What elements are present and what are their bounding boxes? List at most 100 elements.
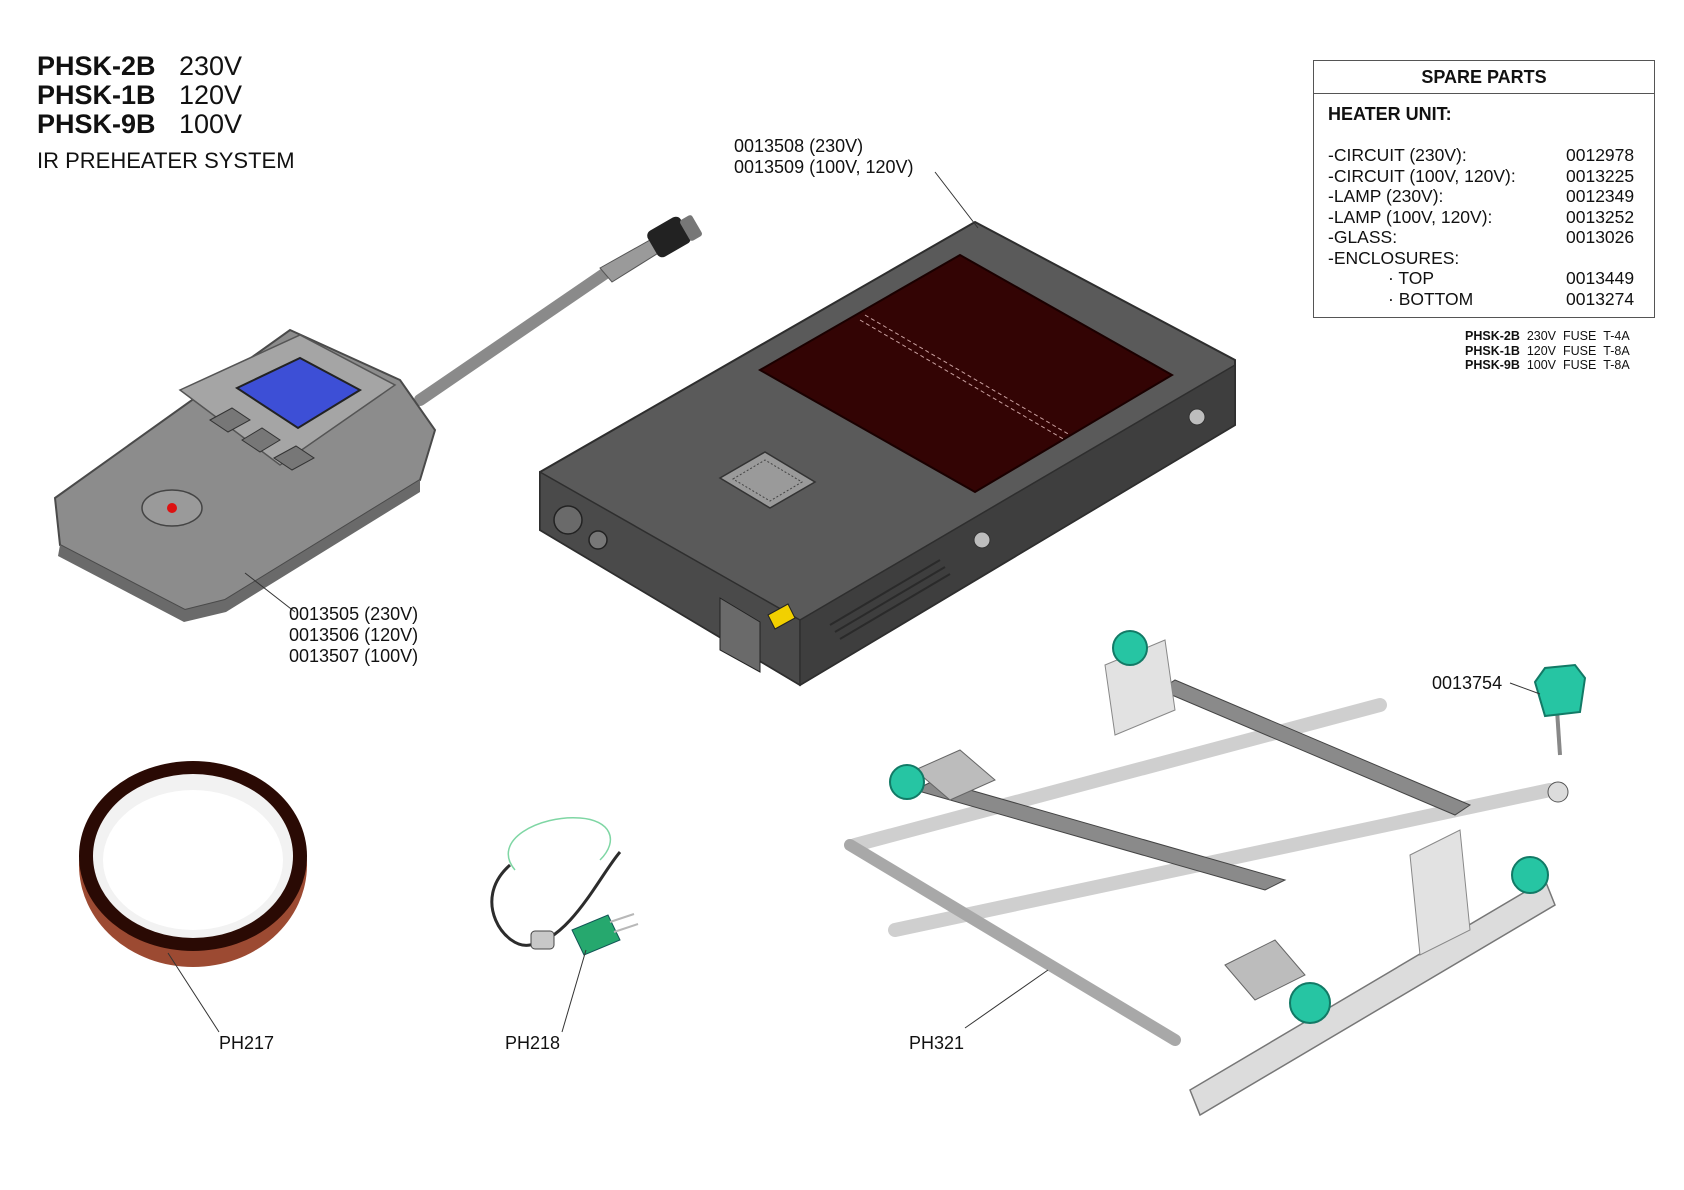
connector-plug xyxy=(647,215,702,258)
side-knob xyxy=(1188,408,1206,426)
knob-green xyxy=(1112,630,1148,666)
model-voltage: 100V xyxy=(179,109,243,139)
fuse-row: PHSK-1B 120V FUSE T-8A xyxy=(1465,344,1630,359)
controller-part-number: 0013505 (230V) xyxy=(289,604,419,624)
leader-line xyxy=(934,171,979,229)
spare-knob xyxy=(1533,663,1587,756)
heater-part-number: 0013508 (230V) xyxy=(734,136,864,156)
leader-line xyxy=(964,969,1049,1029)
thermocouple-connector xyxy=(571,914,621,956)
model-row: PHSK-1B 120V xyxy=(37,81,295,110)
knob-head xyxy=(1533,663,1587,718)
part-number: 0013225 xyxy=(1566,165,1635,186)
fuse-model: PHSK-9B xyxy=(1465,358,1520,372)
vent-grille xyxy=(829,559,951,640)
part-number: 0012349 xyxy=(1566,186,1635,206)
heater-label: 0013508 (230V) 0013509 (100V, 120V) xyxy=(734,136,914,178)
part-label: -CIRCUIT (230V): xyxy=(1328,145,1467,165)
connector-pins xyxy=(609,913,639,933)
thermocouple-wire xyxy=(507,817,612,871)
fuse-text: FUSE xyxy=(1562,329,1597,343)
ruler-front xyxy=(913,779,1287,891)
up-arrow-button xyxy=(273,445,315,471)
fuse-text: FUSE xyxy=(1562,358,1597,372)
controller-part-number: 0013506 (120V) xyxy=(289,625,419,645)
fuse-row: PHSK-2B 230V FUSE T-4A xyxy=(1465,329,1630,344)
clamp-block xyxy=(914,749,996,801)
led-indicator xyxy=(167,503,177,513)
controller-part-number: 0013507 (100V) xyxy=(289,646,419,666)
heater-side-face xyxy=(799,363,1236,687)
part-label: -LAMP (100V, 120V): xyxy=(1328,206,1493,227)
model-voltage: 120V xyxy=(179,80,243,110)
controller-cable xyxy=(414,264,616,406)
part-label: -CIRCUIT (100V, 120V): xyxy=(1328,165,1516,186)
cable-clamp xyxy=(530,930,555,950)
leader-line xyxy=(244,572,296,613)
heater-unit xyxy=(539,220,1236,687)
controller-base-edge xyxy=(58,480,420,622)
part-label: -GLASS: xyxy=(1328,227,1398,247)
spare-part-item: -GLASS: 0013026 xyxy=(1328,227,1638,248)
fuse-rating: T-4A xyxy=(1603,329,1630,343)
part-label: · BOTTOM xyxy=(1388,288,1474,309)
clamp-block xyxy=(1224,939,1306,1001)
fuse-voltage: 100V xyxy=(1526,358,1557,372)
down-arrow-button xyxy=(209,407,251,433)
fuse-model: PHSK-1B xyxy=(1465,343,1520,358)
part-label: -ENCLOSURES: xyxy=(1328,247,1460,268)
fuse-voltage: 230V xyxy=(1526,329,1557,343)
spare-parts-box: SPARE PARTS HEATER UNIT: -CIRCUIT (230V)… xyxy=(1313,60,1655,318)
system-name: IR PREHEATER SYSTEM xyxy=(37,148,295,173)
spare-part-item: -CIRCUIT (230V): 0012978 xyxy=(1328,145,1638,166)
heater-glass xyxy=(757,253,1174,494)
controller-label: 0013505 (230V) 0013506 (120V) 0013507 (1… xyxy=(289,604,418,667)
thermocouple-cable xyxy=(490,851,622,947)
fuse-voltage: 120V xyxy=(1526,343,1557,358)
leader-line xyxy=(561,949,587,1033)
part-number: 0013252 xyxy=(1566,206,1635,227)
part-number: 0013026 xyxy=(1566,227,1635,247)
knob-green xyxy=(889,764,925,800)
fuse-rating: T-8A xyxy=(1603,343,1630,358)
part-label: · TOP xyxy=(1388,268,1435,288)
tape-roll xyxy=(79,761,307,967)
spare-parts-list: -CIRCUIT (230V): 0012978 -CIRCUIT (100V, … xyxy=(1328,145,1654,309)
spare-part-item: -ENCLOSURES: xyxy=(1328,248,1638,269)
spare-parts-title: SPARE PARTS xyxy=(1314,61,1654,94)
front-bar xyxy=(844,839,1181,1046)
spare-part-item: · BOTTOM 0013274 xyxy=(1328,289,1638,310)
side-knob xyxy=(973,531,991,549)
tape-label: PH217 xyxy=(219,1033,275,1053)
holder-label: PH321 xyxy=(909,1033,965,1053)
thermocouple xyxy=(490,817,639,956)
model-voltage: 230V xyxy=(179,51,243,81)
knob-label: 0013754 xyxy=(1432,673,1503,693)
fuse-text: FUSE xyxy=(1562,343,1597,358)
spare-part-item: · TOP 0013449 xyxy=(1328,268,1638,289)
thermocouple-socket xyxy=(588,530,608,550)
cable-strain-relief xyxy=(599,239,661,283)
glass-zone-divider xyxy=(864,314,1071,436)
model-name: PHSK-9B xyxy=(37,109,156,139)
model-name: PHSK-1B xyxy=(37,80,156,110)
knob-green xyxy=(1289,982,1331,1024)
holder-upright xyxy=(1409,829,1471,956)
controller-socket xyxy=(553,505,583,535)
mounting-eye xyxy=(1547,781,1569,803)
controller-unit xyxy=(53,215,702,622)
model-row: PHSK-9B 100V xyxy=(37,110,295,139)
fuse-table: PHSK-2B 230V FUSE T-4A PHSK-1B 120V FUSE… xyxy=(1465,329,1630,373)
mode-button xyxy=(241,427,281,453)
part-number: 0013274 xyxy=(1566,288,1635,309)
spare-part-item: -LAMP (100V, 120V): 0013252 xyxy=(1328,207,1638,228)
board-holder xyxy=(844,630,1569,1117)
fuse-row: PHSK-9B 100V FUSE T-8A xyxy=(1465,358,1630,373)
part-number: 0013449 xyxy=(1566,268,1635,288)
knob-green xyxy=(1511,856,1549,894)
heater-part-number: 0013509 (100V, 120V) xyxy=(734,157,914,177)
part-number: 0012978 xyxy=(1566,145,1635,165)
fuse-model: PHSK-2B xyxy=(1465,329,1520,343)
